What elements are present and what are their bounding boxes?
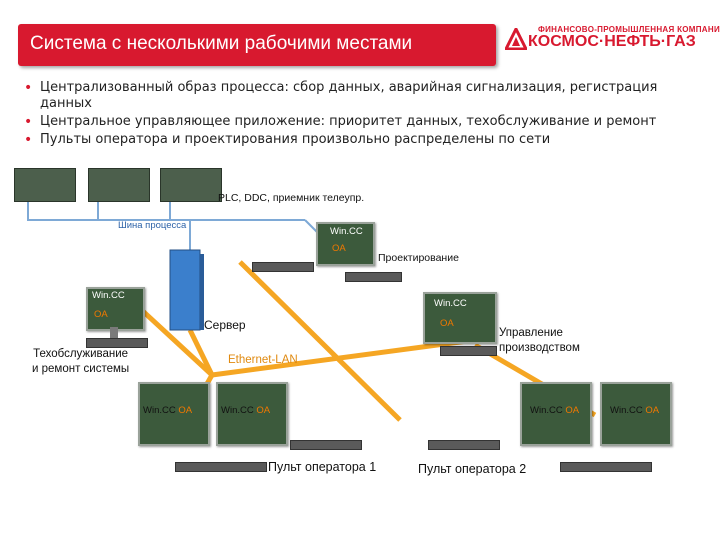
company-logo bbox=[505, 26, 710, 54]
server-shadow bbox=[200, 254, 204, 330]
server-label: Сервер bbox=[204, 318, 246, 332]
operator1-oa-left: OA bbox=[178, 405, 193, 416]
operator1-wincc-right-text: Win.CC bbox=[221, 405, 254, 416]
lan-cross bbox=[211, 337, 476, 378]
lan-main bbox=[238, 260, 402, 422]
operator1-wincc-left-text: Win.CC bbox=[143, 405, 176, 416]
maintenance-wincc: Win.CC bbox=[92, 290, 125, 301]
maintenance-label: Техобслуживание и ремонт системы bbox=[32, 347, 129, 377]
engineering-label: Проектирование bbox=[378, 252, 459, 264]
operator2-wincc-right: Win.CC OA bbox=[610, 405, 659, 416]
maintenance-stand bbox=[110, 327, 118, 339]
plc-rack bbox=[14, 168, 76, 202]
operator2-oa-left: OA bbox=[565, 405, 580, 416]
operator2-keyboard bbox=[560, 462, 652, 472]
process-bus-line bbox=[27, 200, 305, 221]
production-keyboard bbox=[440, 346, 497, 356]
logo-subtitle: ФИНАНСОВО-ПРОМЫШЛЕННАЯ КОМПАНИЯ bbox=[538, 25, 720, 34]
plc-rack bbox=[160, 168, 222, 202]
operator2-wincc-left-text: Win.CC bbox=[530, 405, 563, 416]
operator1-wincc-left: Win.CC OA bbox=[143, 405, 192, 416]
operator2-monitor-right bbox=[600, 382, 672, 446]
maintenance-label-text: Техобслуживание и ремонт системы bbox=[32, 348, 130, 375]
plc-label: PLC, DDC, приемник телеупр. bbox=[218, 192, 365, 204]
operator1-monitor-left bbox=[138, 382, 210, 446]
operator1-label: Пульт оператора 1 bbox=[268, 460, 377, 474]
operator1-wincc-right: Win.CC OA bbox=[221, 405, 270, 416]
bullet-item: Центральное управляющее приложение: прио… bbox=[24, 114, 674, 130]
engineering-keyboard bbox=[252, 262, 314, 272]
engineering-wincc: Win.CC bbox=[330, 226, 363, 237]
page-title: Система с несколькими рабочими местами bbox=[30, 33, 413, 54]
operator2-keyboard-2 bbox=[428, 440, 500, 450]
operator1-oa-right: OA bbox=[256, 405, 271, 416]
bus-label: Шина процесса bbox=[118, 220, 187, 231]
production-label: Управление производством bbox=[499, 327, 580, 354]
operator1-monitor-right bbox=[216, 382, 288, 446]
operator1-keyboard-2 bbox=[290, 440, 362, 450]
operator2-oa-right: OA bbox=[645, 405, 660, 416]
engineering-keyboard bbox=[345, 272, 402, 282]
plc-rack bbox=[88, 168, 150, 202]
production-oa: OA bbox=[440, 318, 454, 329]
engineering-oa: OA bbox=[332, 243, 346, 254]
operator1-keyboard bbox=[175, 462, 267, 472]
operator2-label: Пульт оператора 2 bbox=[418, 462, 527, 476]
operator2-wincc-right-text: Win.CC bbox=[610, 405, 643, 416]
maintenance-keyboard bbox=[86, 338, 148, 348]
bullet-list: Централизованный образ процесса: сбор да… bbox=[24, 80, 674, 150]
title-bar: Система с несколькими рабочими местами bbox=[18, 24, 496, 66]
logo-name: КОСМОС·НЕФТЬ·ГАЗ bbox=[528, 33, 696, 50]
production-wincc: Win.CC bbox=[434, 298, 467, 309]
operator2-wincc-left: Win.CC OA bbox=[530, 405, 579, 416]
server-box bbox=[169, 249, 201, 331]
bullet-item: Централизованный образ процесса: сбор да… bbox=[24, 80, 674, 112]
lan-to-server bbox=[187, 328, 215, 377]
ethernet-label: Ethernet-LAN bbox=[228, 354, 298, 366]
operator2-monitor-left bbox=[520, 382, 592, 446]
engineering-monitor bbox=[316, 222, 375, 266]
production-monitor bbox=[423, 292, 497, 344]
bullet-item: Пульты оператора и проектирования произв… bbox=[24, 132, 674, 148]
logo-emblem-icon bbox=[505, 28, 527, 50]
maintenance-oa: OA bbox=[94, 309, 108, 320]
